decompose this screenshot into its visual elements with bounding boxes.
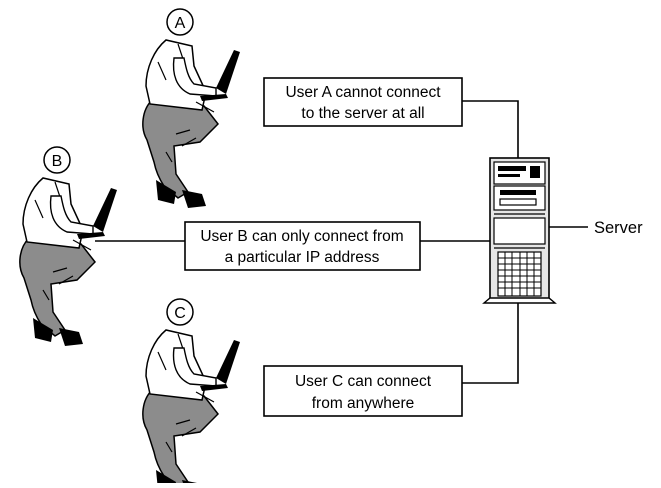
- user-c-marker: C: [174, 305, 186, 322]
- user-b-figure: B: [19, 146, 118, 347]
- user-a-marker: A: [175, 15, 186, 32]
- label-box-c: User C can connect from anywhere: [263, 365, 463, 417]
- label-box-a: User A cannot connect to the server at a…: [263, 77, 463, 127]
- label-c-line1: User C can connect: [295, 373, 432, 390]
- label-b-line1: User B can only connect from: [200, 228, 403, 245]
- label-a-line1: User A cannot connect: [285, 84, 441, 101]
- server-icon: [482, 157, 557, 304]
- link-c: [462, 303, 519, 384]
- server-label: Server: [594, 219, 643, 237]
- user-a-figure: A: [142, 8, 241, 209]
- link-a: [462, 100, 519, 160]
- user-c-figure: C: [142, 298, 241, 488]
- label-box-b: User B can only connect from a particula…: [184, 221, 421, 271]
- user-b-marker: B: [52, 153, 63, 170]
- label-b-line2: a particular IP address: [225, 249, 380, 266]
- label-a-line2: to the server at all: [301, 105, 424, 122]
- label-c-line2: from anywhere: [312, 395, 415, 412]
